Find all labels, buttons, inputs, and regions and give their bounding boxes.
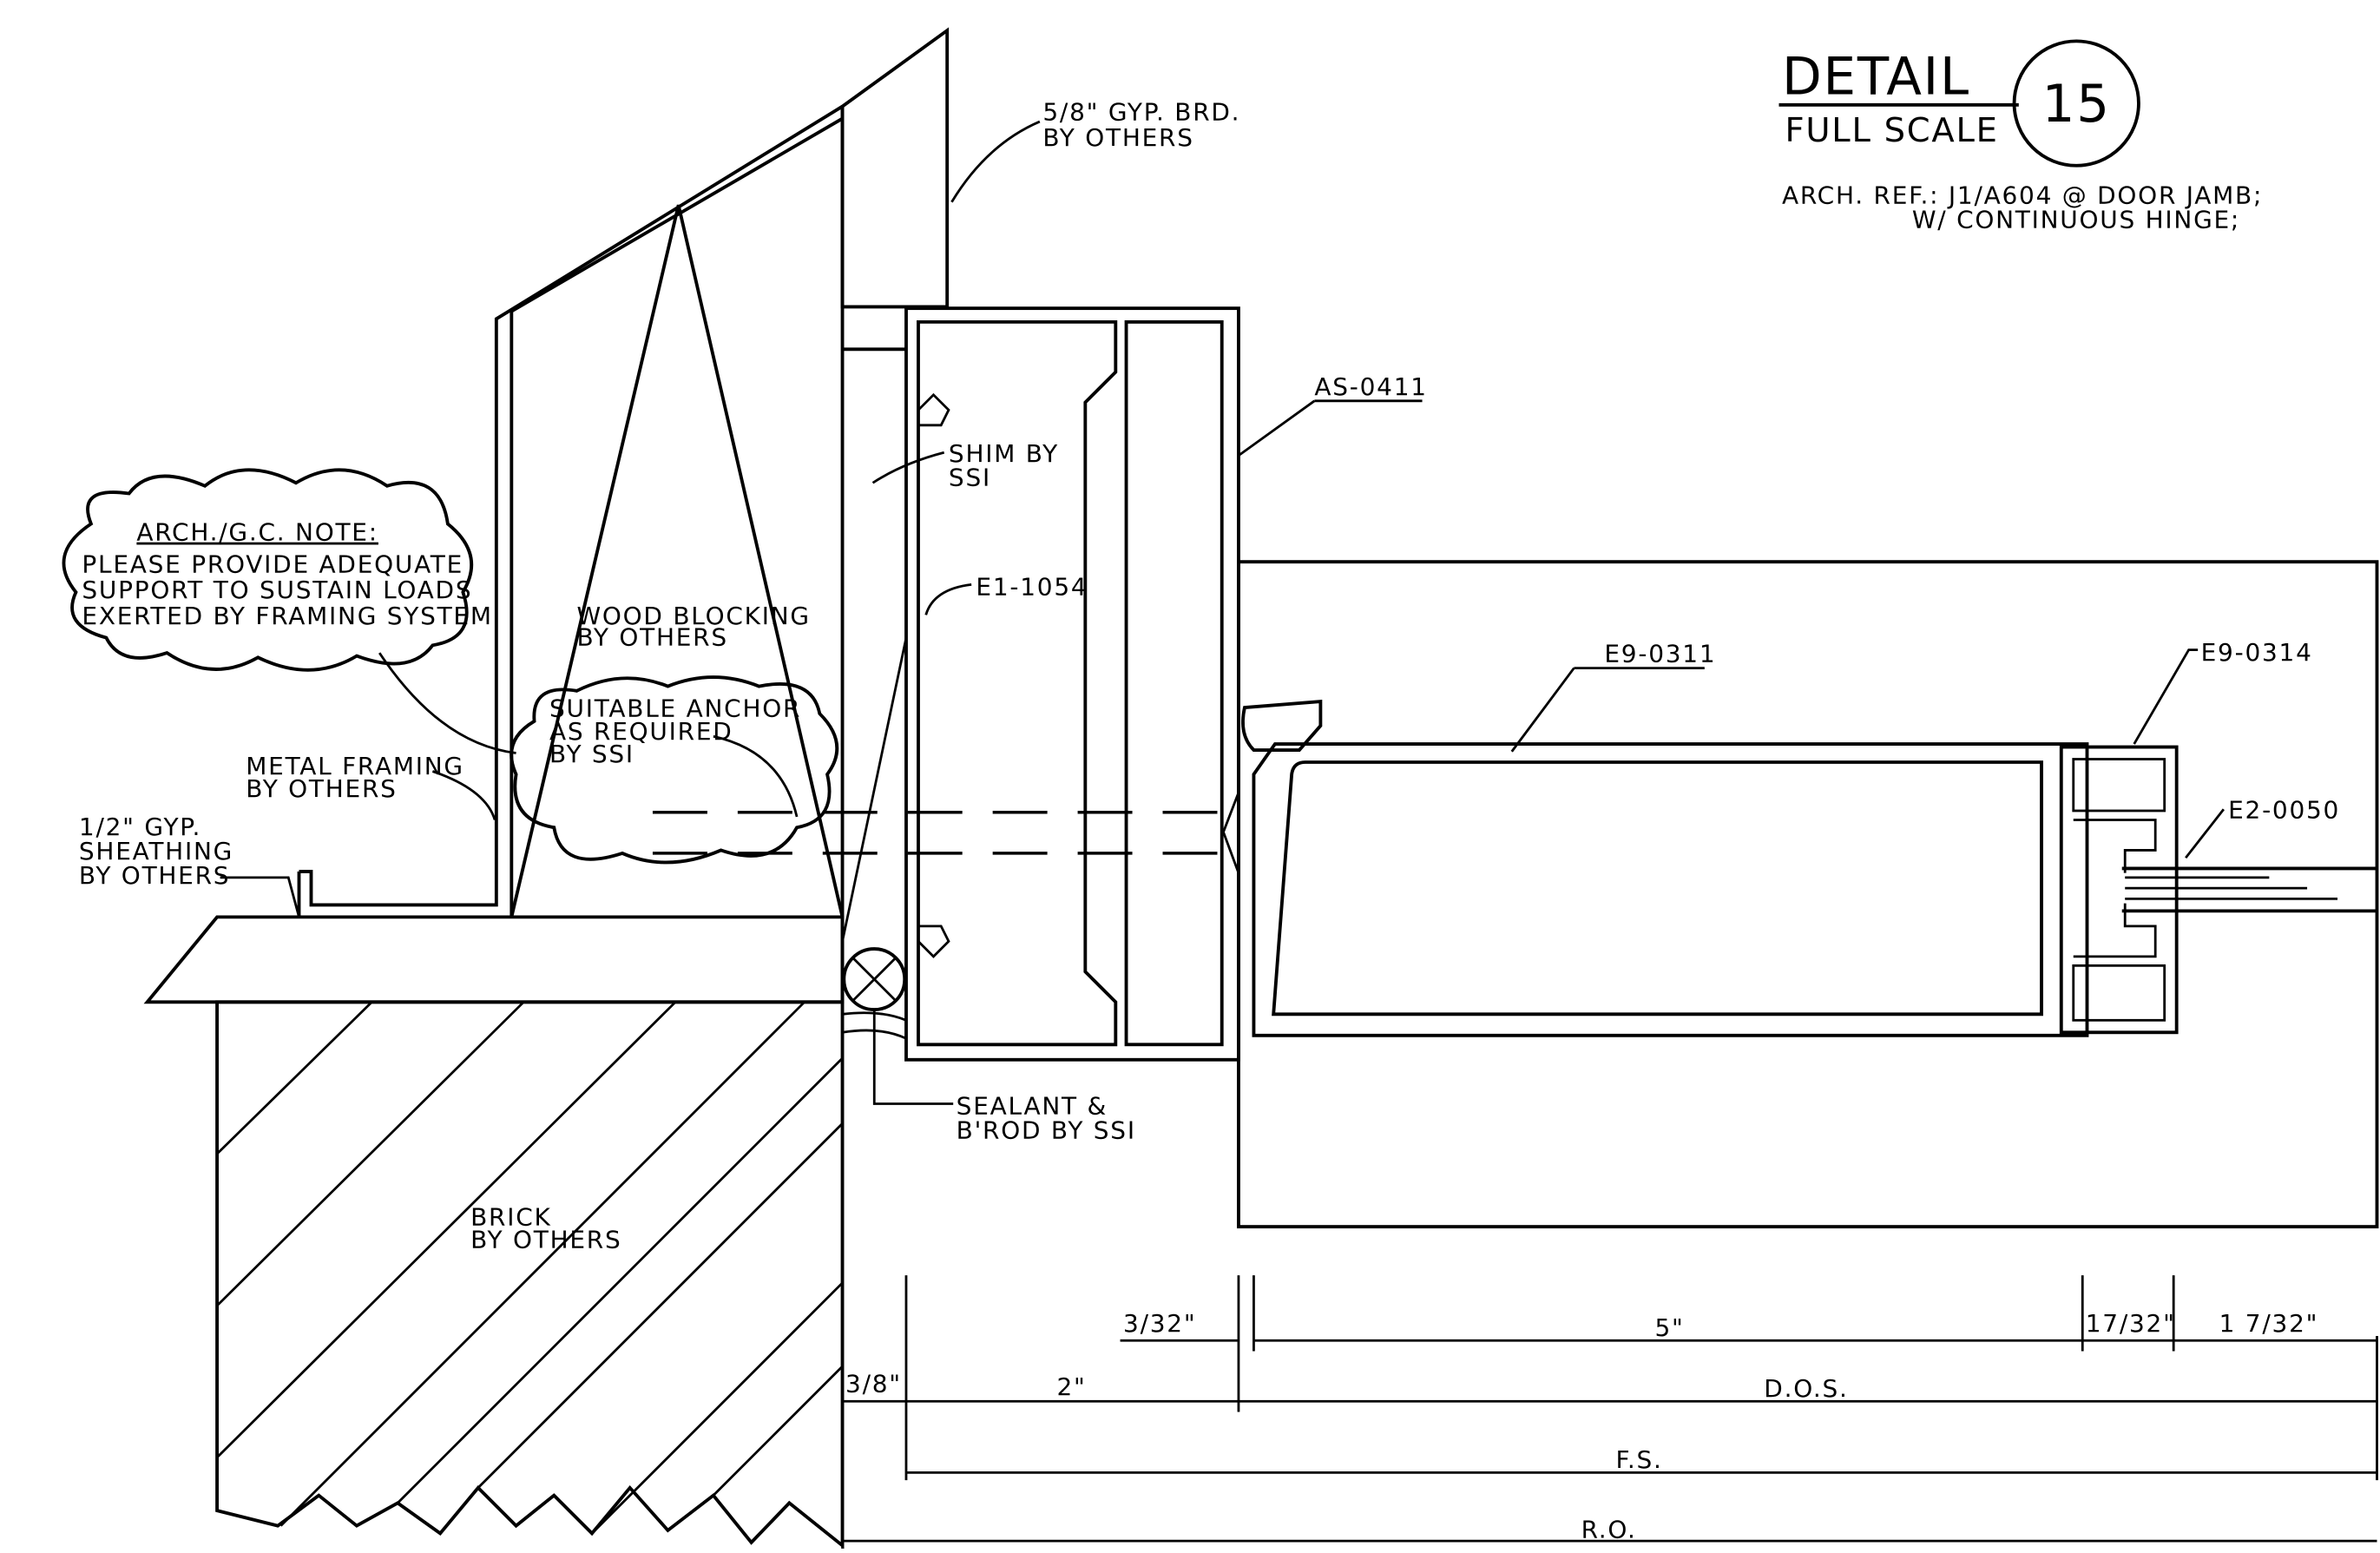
shim-label-1: SHIM BY [949, 439, 1059, 468]
gyp-brd-label-1: 5/8" GYP. BRD. [1042, 97, 1240, 126]
e2-0050-label: E2-0050 [2228, 796, 2340, 825]
metal-framing-label-2: BY OTHERS [246, 774, 397, 803]
dim-2: 2" [1057, 1372, 1087, 1401]
brick-label-2: BY OTHERS [470, 1226, 621, 1254]
detail-scale: FULL SCALE [1785, 111, 1999, 150]
anchor-label-1: SUITABLE ANCHOR [549, 694, 801, 723]
anchor-label-2: AS REQUIRED [549, 717, 733, 746]
sealant-label-1: SEALANT & [957, 1092, 1108, 1121]
glazing-e2-0050 [2121, 866, 2377, 913]
note-line-1: PLEASE PROVIDE ADEQUATE [82, 549, 464, 578]
e1-1054-label: E1-1054 [976, 573, 1088, 602]
wood-blocking [510, 106, 908, 1003]
dimension-labels: 3/32" 5" 17/32" 1 7/32" 3/8" 2" D.O.S. F… [845, 1309, 2319, 1544]
detail-number-circle [2012, 39, 2140, 168]
arch-ref-line-2: W/ CONTINUOUS HINGE; [1912, 205, 2240, 234]
sheathing-label-1: 1/2" GYP. [79, 813, 201, 841]
metal-framing-label-1: METAL FRAMING [246, 752, 464, 780]
wood-blocking-label-1: WOOD BLOCKING [577, 602, 811, 630]
metal-framing [297, 104, 844, 918]
dim-5: 5" [1655, 1313, 1685, 1342]
dim-1-7-32: 1 7/32" [2219, 1309, 2319, 1338]
door-panel-e9-0311 [1237, 560, 2379, 1229]
dim-dos: D.O.S. [1764, 1374, 1848, 1403]
callout-labels: 5/8" GYP. BRD. BY OTHERS AS-0411 SHIM BY… [79, 97, 2340, 1254]
dim-17-32: 17/32" [2086, 1309, 2176, 1338]
note-line-3: EXERTED BY FRAMING SYSTEM [82, 602, 492, 630]
dim-ro: R.O. [1581, 1516, 1637, 1544]
detail-title: DETAIL [1782, 48, 1970, 108]
note-line-2: SUPPORT TO SUSTAIN LOADS [82, 576, 472, 604]
wood-blocking-label-2: BY OTHERS [577, 622, 728, 651]
dim-3-8: 3/8" [845, 1370, 902, 1398]
as-0411-label: AS-0411 [1314, 372, 1427, 401]
e9-0314-label: E9-0314 [2201, 638, 2313, 667]
brick-wall [215, 1000, 845, 1550]
e9-0311-label: E9-0311 [1604, 640, 1716, 668]
title-block: DETAIL FULL SCALE 15 ARCH. REF.: J1/A604… [1778, 39, 2263, 234]
gypsum-board [840, 27, 950, 309]
arch-gc-note: ARCH./G.C. NOTE: PLEASE PROVIDE ADEQUATE… [62, 468, 516, 754]
dim-3-32: 3/32" [1123, 1309, 1196, 1338]
leader-lines [220, 120, 2225, 1105]
frame-e9-0314 [2059, 745, 2179, 1035]
sheathing-label-3: BY OTHERS [79, 861, 230, 890]
gyp-brd-label-2: BY OTHERS [1042, 123, 1193, 152]
shim-label-2: SSI [949, 464, 991, 492]
arch-ref-line-1: ARCH. REF.: J1/A604 @ DOOR JAMB; [1782, 181, 2263, 209]
sheathing-label-2: SHEATHING [79, 837, 233, 865]
brick-label-1: BRICK [470, 1202, 551, 1231]
sheathing [143, 915, 845, 1004]
anchor-centerline [652, 792, 1240, 874]
anchor-cloud [510, 675, 839, 865]
note-heading: ARCH./G.C. NOTE: [136, 518, 378, 547]
dim-fs: F.S. [1616, 1445, 1663, 1474]
frame-e1-1054 [904, 306, 1240, 1062]
dimension-lines [841, 1275, 2378, 1549]
detail-number: 15 [2042, 75, 2111, 135]
sealant-label-2: B'ROD BY SSI [957, 1116, 1136, 1145]
anchor-label-3: BY SSI [549, 740, 634, 768]
